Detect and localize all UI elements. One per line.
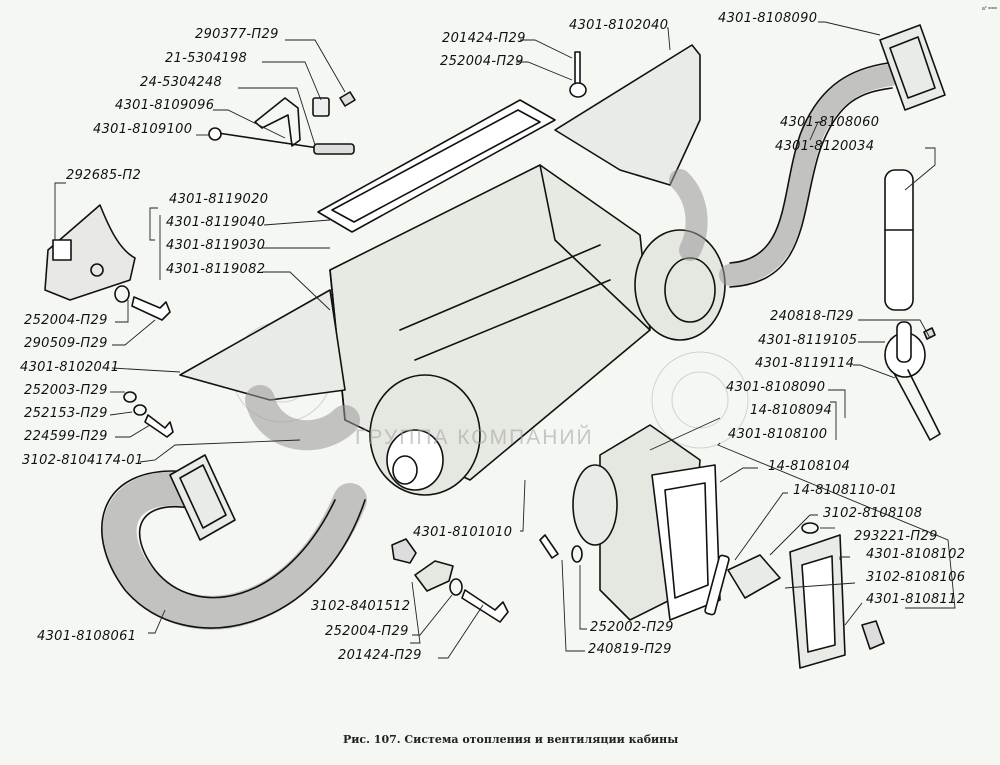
corrugated-hose-left bbox=[245, 385, 360, 451]
part-label-4301-8119030: 4301-8119030 bbox=[166, 238, 266, 253]
part-label-293221: 293221-П29 bbox=[854, 529, 938, 544]
part-label-290377: 290377-П29 bbox=[195, 27, 279, 42]
bolt-bottom bbox=[461, 589, 509, 623]
part-label-252002: 252002-П29 bbox=[590, 620, 674, 635]
air-intake-grille-assembly bbox=[572, 424, 721, 621]
part-label-4301-8119082: 4301-8119082 bbox=[166, 262, 266, 277]
switch-block bbox=[727, 554, 781, 599]
bolt-and-washer-left bbox=[114, 285, 171, 321]
part-label-201424-b: 201424-П29 bbox=[338, 648, 422, 663]
part-label-4301-8109100: 4301-8109100 bbox=[93, 122, 193, 137]
mounting-bracket bbox=[44, 204, 136, 301]
part-label-4301-8119020: 4301-8119020 bbox=[169, 192, 269, 207]
part-label-21-5304198: 21-5304198 bbox=[165, 51, 248, 66]
figure-caption: Рис. 107. Система отопления и вентиляции… bbox=[343, 733, 679, 746]
part-label-252004-a: 252004-П29 bbox=[24, 313, 108, 328]
bolt-201424-top bbox=[569, 51, 587, 98]
plate-gasket bbox=[414, 560, 454, 592]
part-label-4301-8108100: 4301-8108100 bbox=[728, 427, 828, 442]
part-label-4301-8120034: 4301-8120034 bbox=[775, 139, 875, 154]
part-label-3102-8108106: 3102-8108106 bbox=[866, 570, 966, 585]
corrugated-hose-bottom bbox=[102, 471, 367, 630]
clip-8401512 bbox=[391, 538, 417, 564]
right-air-duct-funnel bbox=[554, 44, 701, 186]
part-label-4301-8108102: 4301-8108102 bbox=[866, 547, 966, 562]
washer-293221 bbox=[801, 522, 819, 534]
fan-housing-right bbox=[634, 229, 726, 341]
part-label-252004-b: 252004-П29 bbox=[440, 54, 524, 69]
part-label-14-8108110-01: 14-8108110-01 bbox=[793, 483, 898, 498]
part-label-3102-8104174-01: 3102-8104174-01 bbox=[22, 453, 144, 468]
part-label-3102-8401512: 3102-8401512 bbox=[311, 599, 411, 614]
washer-252002 bbox=[571, 545, 583, 563]
part-label-14-8108094: 14-8108094 bbox=[750, 403, 833, 418]
part-label-4301-8108112: 4301-8108112 bbox=[866, 592, 966, 607]
corner-mark: a° === bbox=[982, 6, 997, 12]
screw-240819 bbox=[539, 534, 559, 559]
screw-224599 bbox=[144, 414, 174, 438]
part-label-240818: 240818-П29 bbox=[770, 309, 854, 324]
clamp-8108112 bbox=[861, 620, 885, 650]
part-label-4301-8102040: 4301-8102040 bbox=[569, 18, 669, 33]
air-vent-nozzle-top-right bbox=[879, 24, 946, 111]
part-label-4301-8108090-top: 4301-8108090 bbox=[718, 11, 818, 26]
part-label-4301-8119114: 4301-8119114 bbox=[755, 356, 855, 371]
corrugated-hose-bottom-outline bbox=[101, 470, 366, 629]
part-label-4301-8108060: 4301-8108060 bbox=[780, 115, 880, 130]
part-label-290509: 290509-П29 bbox=[24, 336, 108, 351]
part-label-4301-8102041: 4301-8102041 bbox=[20, 360, 120, 375]
washer-252153 bbox=[133, 404, 147, 416]
part-label-4301-8101010: 4301-8101010 bbox=[413, 525, 513, 540]
blower-motor bbox=[369, 374, 481, 496]
washer-bottom bbox=[449, 578, 463, 596]
part-label-3102-8108108: 3102-8108108 bbox=[823, 506, 923, 521]
part-label-4301-8108061: 4301-8108061 bbox=[37, 629, 137, 644]
corrugated-hose-top bbox=[669, 169, 708, 261]
drain-valve bbox=[884, 321, 941, 441]
part-label-252004-c: 252004-П29 bbox=[325, 624, 409, 639]
part-label-201424-a: 201424-П29 bbox=[442, 31, 526, 46]
part-label-24-5304248: 24-5304248 bbox=[140, 75, 223, 90]
air-vent-nozzle-bottom-left bbox=[169, 454, 236, 541]
leader-lines bbox=[54, 21, 956, 659]
contact-strip bbox=[704, 554, 730, 616]
part-label-292685: 292685-П2 bbox=[66, 168, 142, 183]
part-label-240819: 240819-П29 bbox=[588, 642, 672, 657]
part-label-4301-8119105: 4301-8119105 bbox=[758, 333, 858, 348]
part-label-14-8108104: 14-8108104 bbox=[768, 459, 851, 474]
corrugated-hose-right-outline bbox=[729, 62, 893, 288]
watermark-text: ГРУППА КОМПАНИЙ bbox=[355, 426, 594, 449]
corrugated-hose-right bbox=[719, 64, 901, 286]
seal-frame bbox=[789, 534, 846, 669]
part-label-224599: 224599-П29 bbox=[24, 429, 108, 444]
part-label-4301-8119040: 4301-8119040 bbox=[166, 215, 266, 230]
part-label-4301-8108090-right: 4301-8108090 bbox=[726, 380, 826, 395]
connector-tube bbox=[884, 169, 914, 311]
left-air-duct-funnel bbox=[179, 289, 346, 401]
damper-control-lever bbox=[208, 91, 356, 155]
top-gasket-frame bbox=[317, 99, 556, 233]
washer-252003 bbox=[123, 391, 137, 403]
part-label-252153: 252153-П29 bbox=[24, 406, 108, 421]
part-label-252003: 252003-П29 bbox=[24, 383, 108, 398]
part-label-4301-8109096: 4301-8109096 bbox=[115, 98, 215, 113]
